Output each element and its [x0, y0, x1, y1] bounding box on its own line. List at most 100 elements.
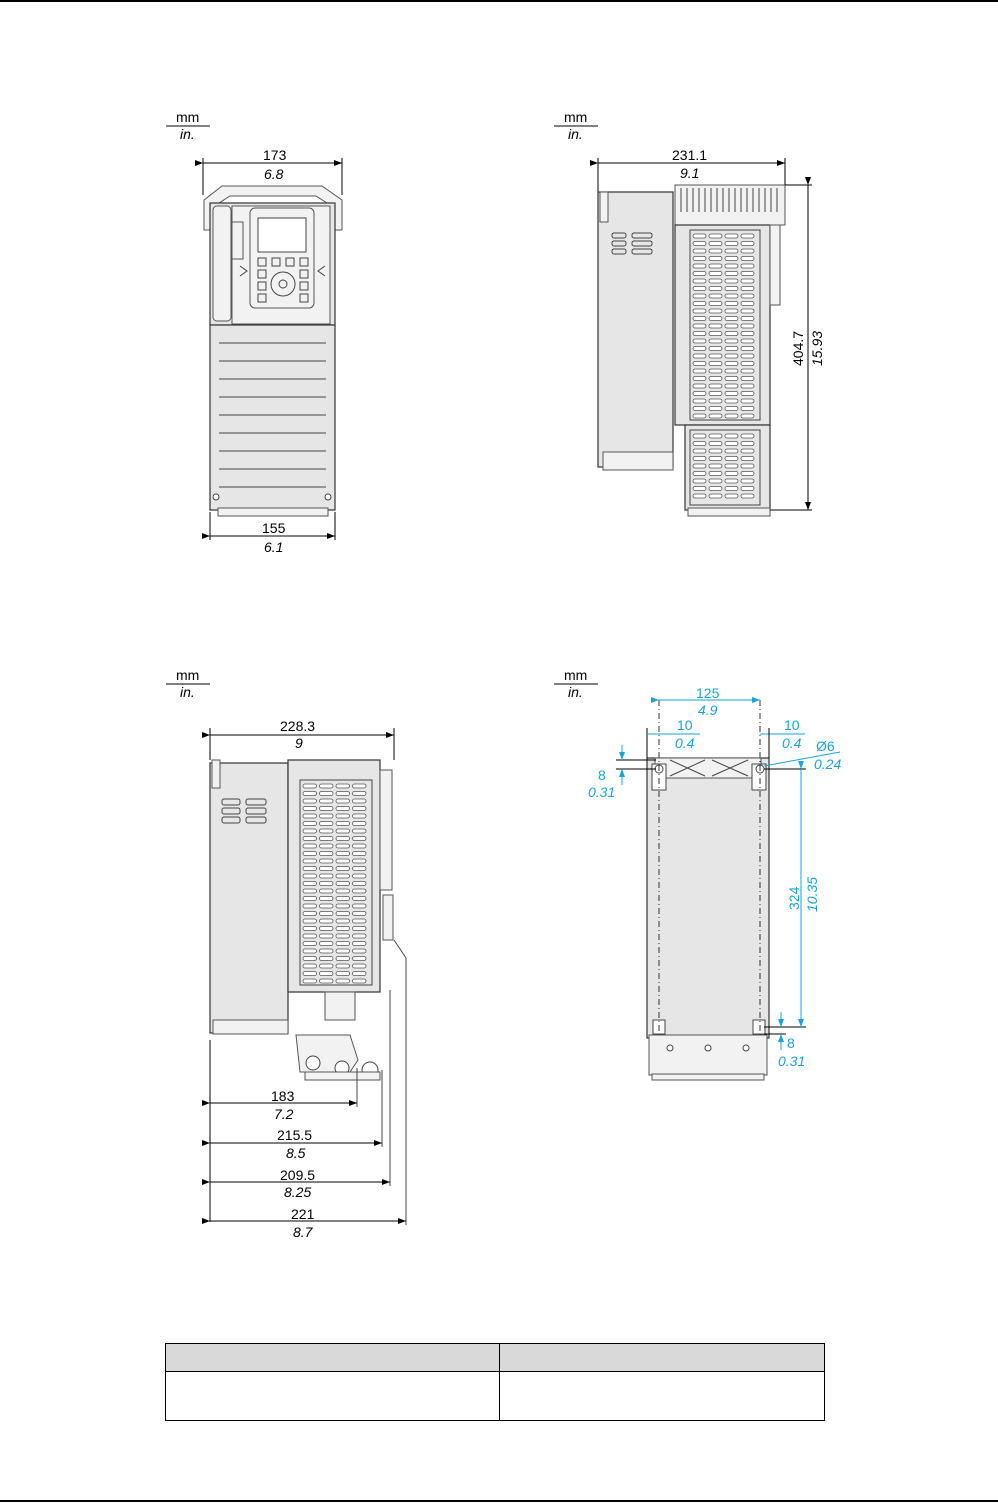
vent-slot	[692, 413, 707, 419]
vent-slot	[335, 821, 350, 826]
vent-slot	[692, 486, 707, 491]
vent-slot	[724, 286, 739, 291]
vent-slot	[708, 256, 723, 261]
vent-slot	[302, 948, 317, 954]
vent-slot	[740, 263, 755, 269]
vent-slot	[740, 353, 755, 359]
vent-slot	[692, 361, 707, 366]
vent-slot	[740, 271, 755, 276]
vent-slot	[724, 248, 739, 254]
vent-slot	[724, 323, 739, 329]
vent-slot	[724, 233, 739, 239]
vent-slot	[692, 346, 707, 351]
vent-slot	[352, 971, 367, 976]
vent-slot	[335, 791, 350, 796]
vent-slot	[319, 963, 334, 969]
vent-slot	[708, 383, 723, 389]
vent-slot	[352, 828, 367, 834]
vent-slot	[302, 911, 317, 916]
vent-slot	[319, 851, 334, 856]
vent-slot	[708, 233, 723, 239]
front-vent-lines	[219, 342, 326, 488]
vent-slot	[692, 376, 707, 381]
vent-slot	[740, 316, 755, 321]
mount-spacing-in: 4.9	[698, 702, 718, 718]
mounting-view: mm in. 125 4.9 10 0.4	[554, 667, 841, 1081]
vent-slot	[302, 851, 317, 856]
front-width-top-mm: 173	[263, 147, 287, 163]
unit-in-label-4: in.	[568, 684, 583, 700]
vent-slot	[352, 881, 367, 886]
heatsink-fins	[680, 188, 778, 212]
vent-slot	[708, 478, 723, 484]
vent-slot	[692, 398, 707, 404]
vent-slot	[724, 441, 739, 446]
vent-slot	[708, 308, 723, 314]
vent-slot	[319, 933, 334, 939]
vent-slot	[708, 278, 723, 284]
vent-slot	[724, 433, 739, 439]
table-cell	[165, 1371, 500, 1421]
mount-left-offset-mm: 10	[677, 717, 693, 733]
vent-slot	[724, 471, 739, 476]
vent-slot	[352, 806, 367, 811]
vent-slot	[335, 903, 350, 909]
vent-slot	[740, 376, 755, 381]
vent-slot	[724, 406, 739, 411]
vent-slot	[319, 858, 334, 864]
vent-slot	[319, 813, 334, 819]
vent-slot	[319, 866, 334, 871]
vent-slot	[335, 956, 350, 961]
vent-slot	[352, 888, 367, 894]
vent-slot	[724, 486, 739, 491]
vent-slot	[335, 798, 350, 804]
vent-slot	[335, 858, 350, 864]
vent-slot	[724, 256, 739, 261]
vent-slot	[692, 338, 707, 344]
front-width-bottom-mm: 155	[262, 520, 286, 536]
vent-slot	[692, 316, 707, 321]
vent-slot	[335, 978, 350, 984]
vent-slot	[724, 463, 739, 469]
mount-top-offset-mm: 8	[598, 767, 606, 783]
vent-slot	[740, 331, 755, 336]
bottom-rule	[0, 1500, 998, 1502]
vent-slot	[724, 361, 739, 366]
vent-slot	[708, 486, 723, 491]
vent-slot	[724, 271, 739, 276]
unit-in-label-2: in.	[568, 126, 583, 142]
vent-slot	[692, 233, 707, 239]
side-depth-mm: 231.1	[672, 147, 707, 163]
vent-slot	[302, 978, 317, 984]
vent-slot	[319, 918, 334, 924]
vent-slot	[692, 478, 707, 484]
vent-slot	[724, 413, 739, 419]
vent-grid	[689, 229, 761, 421]
vent-slot	[319, 941, 334, 946]
vent-slot	[724, 241, 739, 246]
left-d3-mm: 209.5	[280, 1167, 315, 1183]
vent-slot	[692, 463, 707, 469]
vent-slot	[335, 873, 350, 879]
vent-slot	[302, 963, 317, 969]
mount-vertical-mm: 324	[786, 886, 802, 910]
vent-slot	[302, 971, 317, 976]
vent-slot	[335, 933, 350, 939]
unit-in-label-3: in.	[180, 684, 195, 700]
vent-slot	[708, 331, 723, 336]
vent-slot	[352, 843, 367, 849]
vent-slot	[302, 783, 317, 789]
vent-slot	[352, 858, 367, 864]
vent-slot	[708, 413, 723, 419]
vent-slot	[692, 263, 707, 269]
vent-slot	[708, 346, 723, 351]
vent-slot	[708, 368, 723, 374]
vent-slot	[352, 903, 367, 909]
vent-slot	[708, 361, 723, 366]
vent-slot	[335, 881, 350, 886]
vent-slot	[319, 888, 334, 894]
left-d2-in: 8.5	[286, 1145, 306, 1161]
vent-slot	[352, 873, 367, 879]
vent-slot	[740, 441, 755, 446]
